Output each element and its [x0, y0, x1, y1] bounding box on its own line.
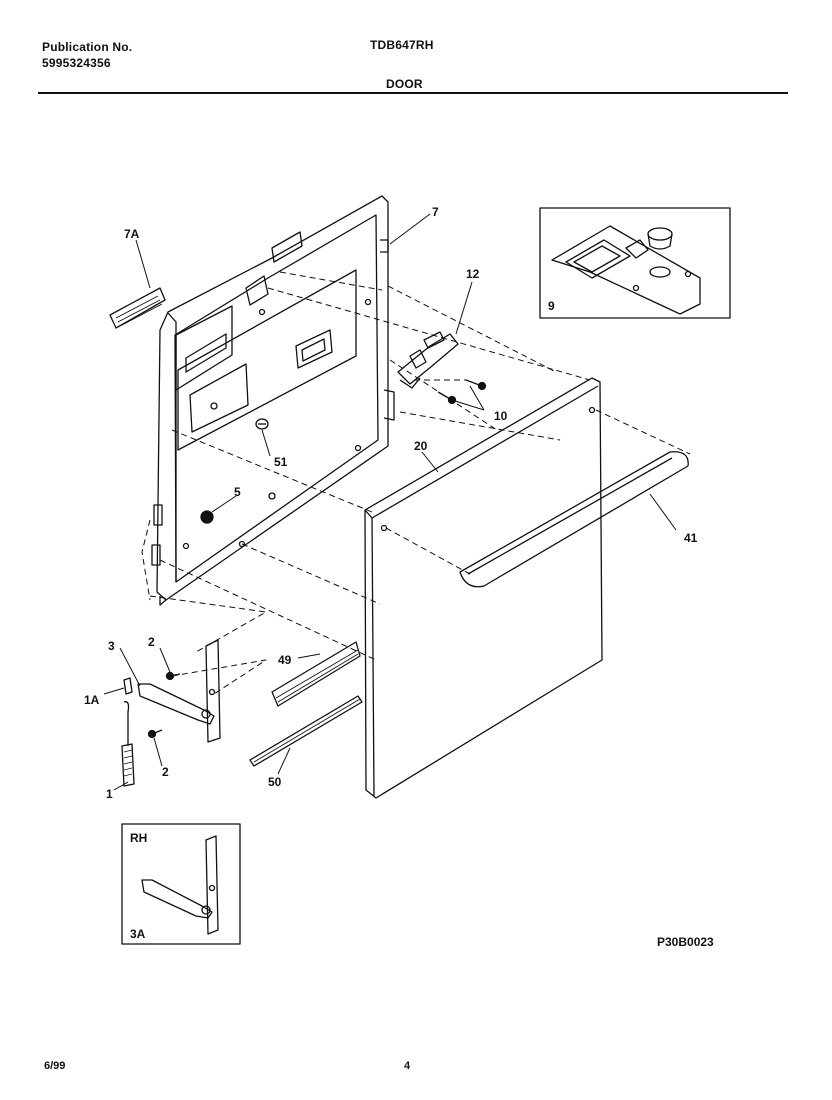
callout-1: 1: [106, 787, 113, 801]
outer-door-panel: [364, 377, 603, 799]
callout-9: 9: [548, 299, 555, 313]
publication-number: 5995324356: [42, 56, 111, 70]
callout-leaders: [103, 213, 677, 791]
callout-51: 51: [274, 455, 288, 469]
latch-part-12: [397, 331, 459, 389]
callout-1A: 1A: [84, 693, 100, 707]
callout-41: 41: [684, 531, 698, 545]
callout-12: 12: [466, 267, 480, 281]
callout-3: 3: [108, 639, 115, 653]
spring-part-1: [121, 701, 135, 787]
drawing-number: P30B0023: [657, 935, 714, 949]
vent-part-7A: [109, 287, 166, 329]
callout-RH: RH: [130, 831, 147, 845]
handle-part-41: [459, 451, 689, 588]
callout-10: 10: [494, 409, 508, 423]
publication-label: Publication No.: [42, 40, 133, 54]
model-number: TDB647RH: [370, 38, 434, 52]
callout-2-upper: 2: [148, 635, 155, 649]
trim-part-49: [271, 641, 361, 707]
callout-7: 7: [432, 205, 439, 219]
callout-5: 5: [234, 485, 241, 499]
part-5: [200, 510, 214, 524]
inset-dispenser-part-9: [539, 207, 731, 319]
section-title: DOOR: [386, 77, 423, 91]
callout-2-lower: 2: [162, 765, 169, 779]
callout-49: 49: [278, 653, 292, 667]
hinge-part-3: [137, 639, 221, 743]
footer-date: 6/99: [44, 1060, 66, 1072]
callout-7A: 7A: [124, 227, 140, 241]
assembly-guide-lines: [141, 271, 691, 695]
clip-part-1A: [123, 677, 133, 695]
inner-door-frame: [151, 195, 395, 606]
gasket-part-50: [249, 695, 363, 767]
page-number: 4: [404, 1060, 411, 1072]
part-51: [255, 418, 269, 430]
callout-20: 20: [414, 439, 428, 453]
callout-3A: 3A: [130, 927, 146, 941]
inset-hinge-part-3A: [121, 823, 241, 945]
callout-50: 50: [268, 775, 282, 789]
screw-part-2: [147, 671, 181, 739]
header-rule: [38, 92, 788, 94]
